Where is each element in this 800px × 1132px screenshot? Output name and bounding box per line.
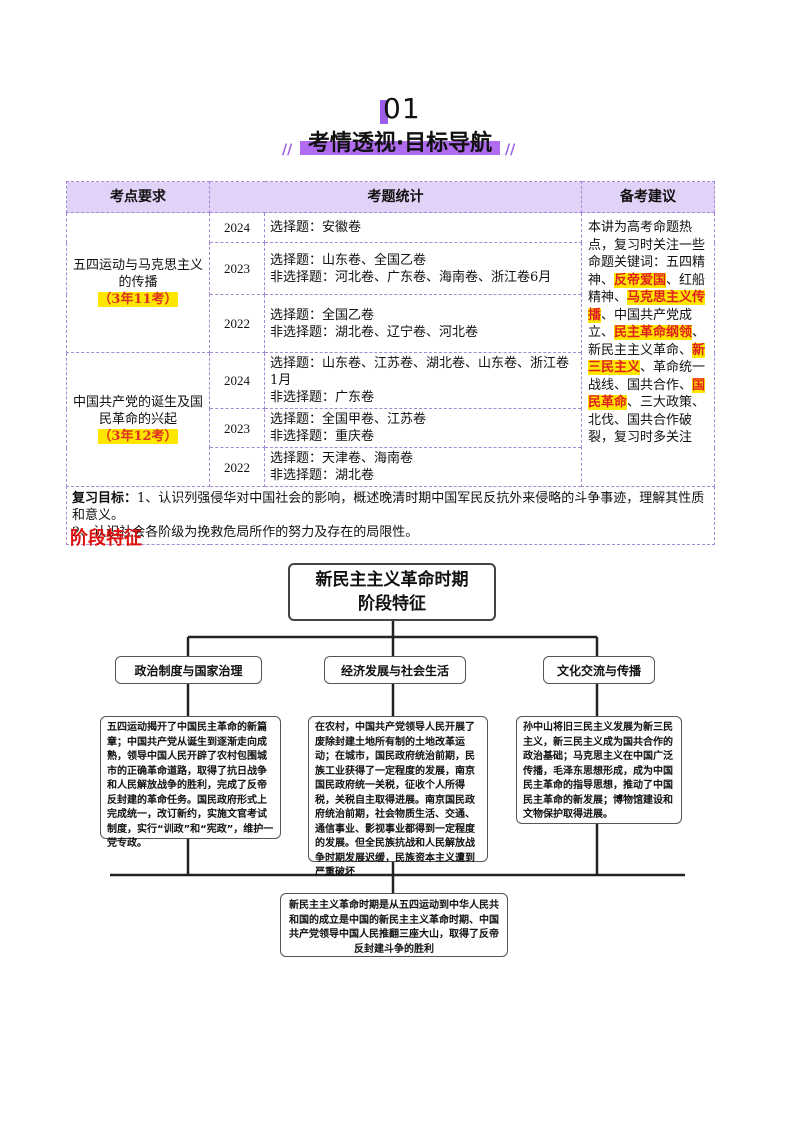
advice-cell: 本讲为高考命题热点，复习时关注一些命题关键词：五四精神、反帝爱国、红船精神、马克… [581,212,715,487]
topic-cell: 中国共产党的诞生及国民革命的兴起 （3年12考） [66,352,210,487]
topic-count: （3年12考） [98,429,178,444]
topic-count: （3年11考） [98,292,178,307]
section-number: 01 [383,92,421,125]
topic-name: 五四运动与马克思主义的传播 [72,258,203,290]
topic-cell: 五四运动与马克思主义的传播 （3年11考） [66,212,210,353]
culture-text: 孙中山将旧三民主义发展为新三民主义，新三民主义成为国共合作的政治基础；马克思主义… [516,716,682,824]
header-accent-bar [380,100,388,124]
stat-cell: 选择题：天津卷、海南卷 非选择题：湖北卷 [264,447,582,487]
year-cell: 2022 [209,294,265,353]
page-title: 考情透视·目标导航 [307,131,493,156]
diagram-title: 新民主主义革命时期阶段特征 [288,563,496,621]
category-economy: 经济发展与社会生活 [324,656,466,684]
stat-cell: 选择题：山东卷、全国乙卷 非选择题：河北卷、广东卷、海南卷、浙江卷6月 [264,242,582,295]
table-row: 五四运动与马克思主义的传播 （3年11考） 2024 选择题：安徽卷 本讲为高考… [66,212,715,487]
year-cell: 2023 [209,242,265,295]
category-culture: 文化交流与传播 [543,656,655,684]
header-statistics: 考题统计 [209,181,582,213]
decor-slash-right: // [505,142,516,158]
table-row: 中国共产党的诞生及国民革命的兴起 （3年12考） 2024 选择题：山东卷、江苏… [66,352,715,487]
review-row: 复习目标：1、认识列强侵华对中国社会的影响，概述晚清时期中国军民反抗外来侵略的斗… [66,486,715,545]
stat-cell: 选择题：全国乙卷 非选择题：湖北卷、辽宁卷、河北卷 [264,294,582,353]
category-politics: 政治制度与国家治理 [115,656,262,684]
decor-slash-left: // [282,142,293,158]
stat-cell: 选择题：山东卷、江苏卷、湖北卷、山东卷、浙江卷1月 非选择题：广东卷 [264,352,582,409]
table-row: 2022 选择题：全国乙卷 非选择题：湖北卷、辽宁卷、河北卷 [67,294,715,353]
topic-name: 中国共产党的诞生及国民革命的兴起 [72,395,203,427]
politics-text: 五四运动揭开了中国民主革命的新篇章；中国共产党从诞生到逐渐走向成熟，领导中国人民… [100,716,281,849]
review-goals: 复习目标：1、认识列强侵华对中国社会的影响，概述晚清时期中国军民反抗外来侵略的斗… [66,486,715,545]
table-row: 2022 选择题：天津卷、海南卷 非选择题：湖北卷 [67,447,715,487]
section-title: 阶段特征 [70,528,142,549]
exam-table: 考点要求 考题统计 备考建议 五四运动与马克思主义的传播 （3年11考） 202… [66,181,715,545]
summary-box: 新民主主义革命时期是从五四运动到中华人民共和国的成立是中国的新民主主义革命时期、… [280,893,508,957]
title-highlight-bar [300,141,500,155]
economy-text: 在农村，中国共产党领导人民开展了废除封建土地所有制的土地改革运动；在城市，国民政… [308,716,488,878]
year-cell: 2022 [209,447,265,487]
review-label: 复习目标： [72,491,138,506]
table-row: 2023 选择题：山东卷、全国乙卷 非选择题：河北卷、广东卷、海南卷、浙江卷6月 [67,242,715,295]
